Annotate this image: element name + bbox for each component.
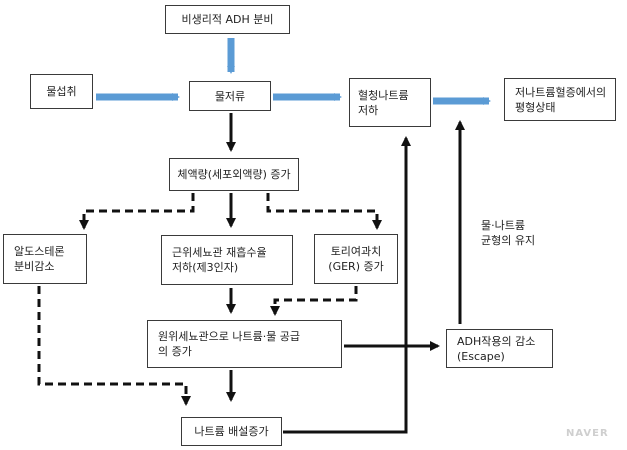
annotation-balance: 물·나트륨 균형의 유지 (481, 219, 536, 247)
arrow-excretion-to-hyponatremia (283, 136, 411, 434)
dashed-ger-to-distal (270, 286, 358, 316)
node-distal-delivery: 원위세뇨관으로 나트륨·물 공급 의 증가 (147, 320, 342, 368)
node-volume-increase: 체액량(세포외액량) 증가 (169, 158, 299, 191)
dashed-arrows (37, 193, 382, 406)
node-adh-escape: ADH작용의 감소 (Escape) (446, 329, 553, 368)
naver-watermark: NAVER (566, 428, 609, 439)
node-proximal-reabsorption: 근위세뇨관 재흡수율 저하(제3인자) (161, 235, 293, 285)
node-hyponatremia: 혈청나트륨 저하 (349, 78, 431, 127)
dashed-volume-to-aldosterone (79, 193, 195, 230)
node-sodium-excretion: 나트륨 배설증가 (181, 417, 282, 446)
node-steady-state: 저나트륨혈증에서의 평형상태 (504, 78, 616, 121)
solid-arrows (226, 113, 465, 434)
node-ger: 토리여과치 (GER) 증가 (314, 234, 398, 284)
node-nonosmotic-adh: 비생리적 ADH 분비 (165, 5, 290, 34)
node-water-retention: 물저류 (189, 81, 271, 111)
dashed-aldosterone-to-excretion (37, 286, 191, 406)
node-aldosterone: 알도스테론 분비감소 (3, 234, 87, 284)
dashed-volume-to-ger (266, 193, 382, 230)
blue-arrows (96, 38, 491, 105)
node-water-intake: 물섭취 (30, 74, 93, 109)
